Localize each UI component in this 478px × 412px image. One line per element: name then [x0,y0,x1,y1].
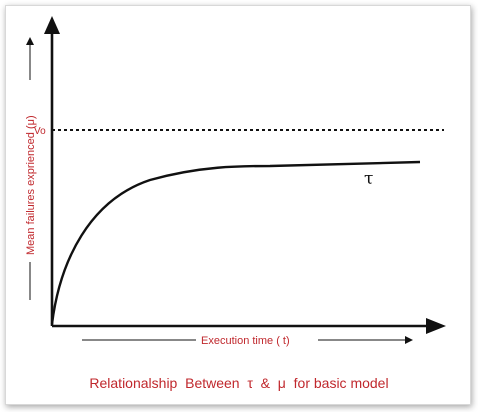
y-axis-label: Mean failures exprienced (μ) [25,115,37,255]
figure-frame [5,5,471,405]
tau-curve-label: τ [364,169,373,189]
y-axis-arrowhead [44,16,60,34]
v0-label: Vo [34,126,46,137]
mu-curve [50,160,421,325]
figure-caption: Relationalship Between τ & μ for basic m… [89,375,388,391]
x-axis-label: Execution time ( t) [201,335,290,347]
x-axis-arrowhead [426,318,446,334]
